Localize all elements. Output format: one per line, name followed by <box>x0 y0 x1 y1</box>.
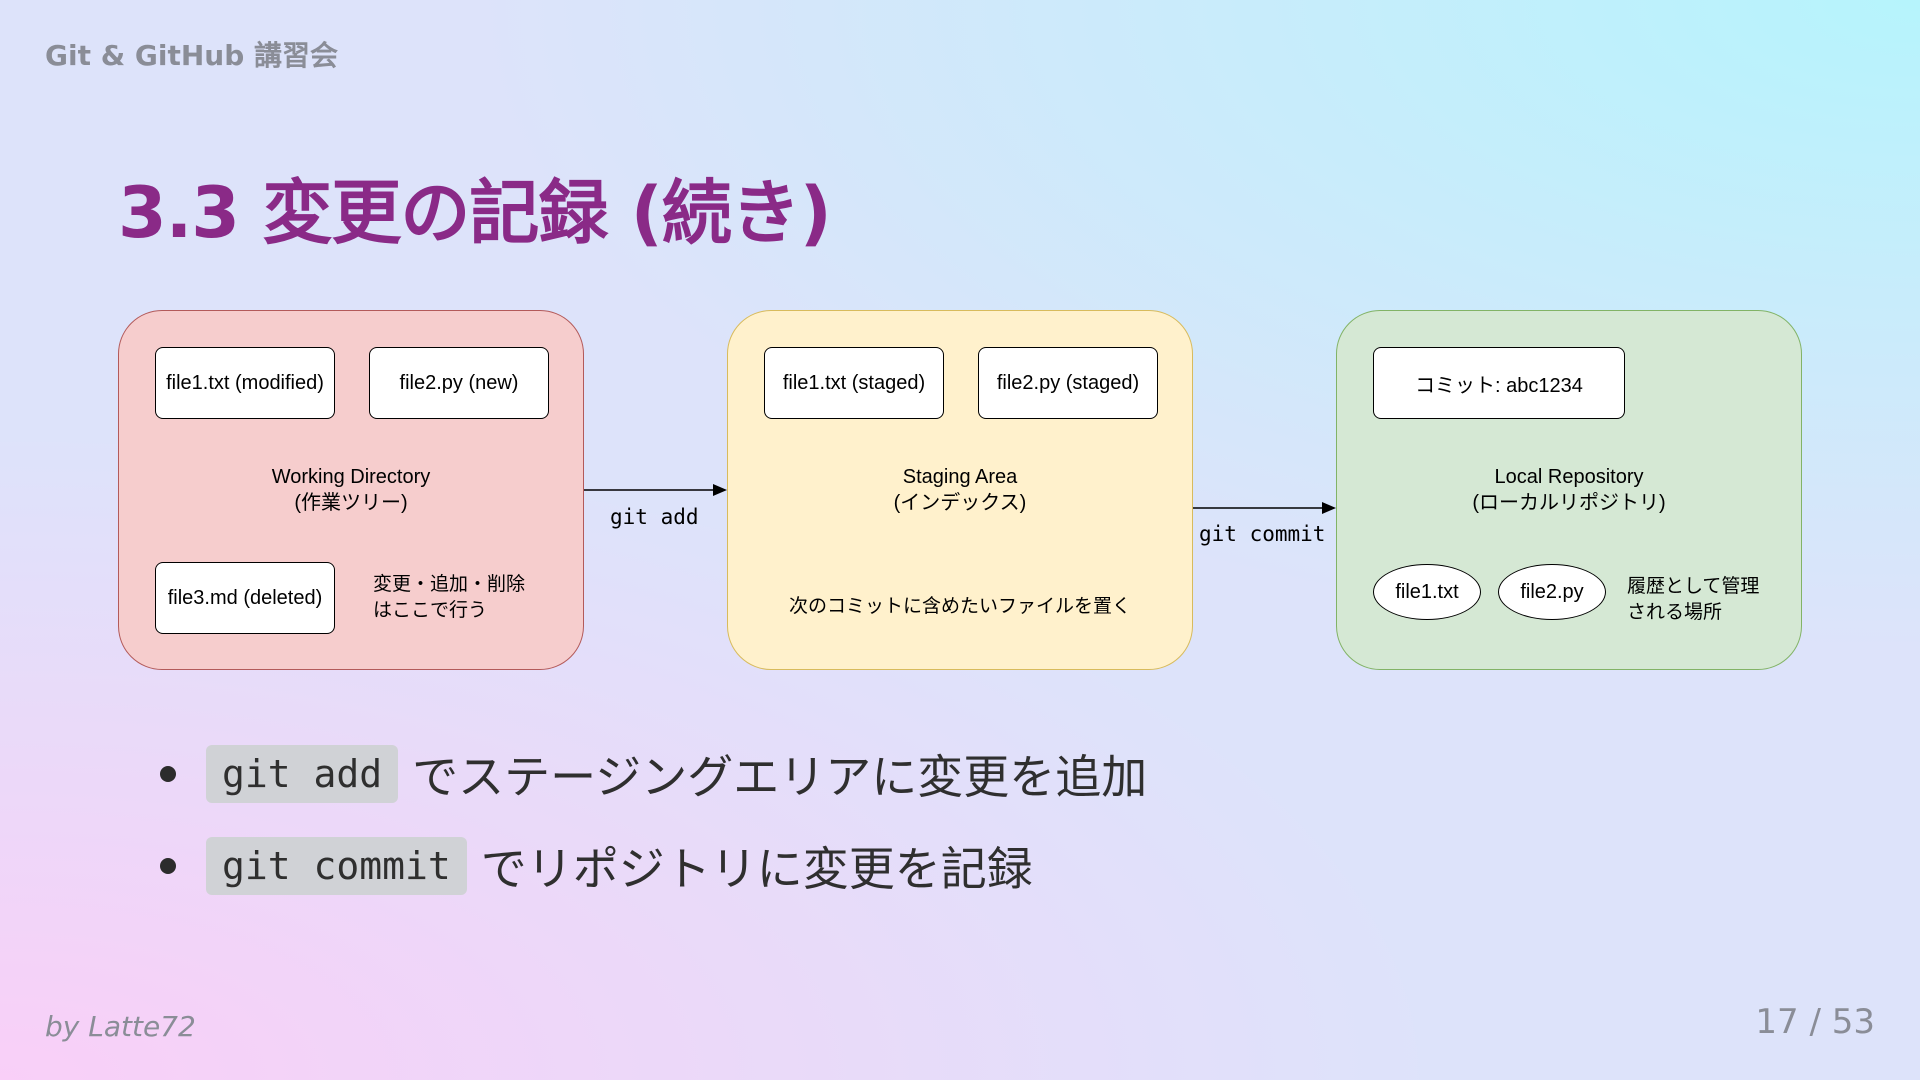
bullet-dot-icon <box>160 766 176 782</box>
file-box-file3-deleted: file3.md (deleted) <box>155 562 335 634</box>
file-box-file1-modified: file1.txt (modified) <box>155 347 335 419</box>
bullet-text: でステージングエリアに変更を追加 <box>412 750 1148 804</box>
repo-file1-oval: file1.txt <box>1373 564 1481 620</box>
local-repository-label-line1: Local Repository <box>1494 466 1644 488</box>
local-repository-note-line1: 履歴として管理 <box>1627 575 1760 597</box>
bullet-item: git commit でリポジトリに変更を記録 <box>160 830 1147 902</box>
local-repository-panel: コミット: abc1234 Local Repository (ローカルリポジト… <box>1336 310 1802 670</box>
working-directory-note: 変更・追加・削除 はここで行う <box>373 571 525 623</box>
bullet-list: git add でステージングエリアに変更を追加 git commit でリポジ… <box>160 738 1147 922</box>
footer-author: by Latte72 <box>45 1010 196 1043</box>
staging-area-label-line2: (インデックス) <box>893 492 1027 514</box>
working-directory-label-line2: (作業ツリー) <box>294 492 408 514</box>
git-add-arrowhead-icon <box>713 484 727 496</box>
slide-title: 3.3 変更の記録 (続き) <box>118 172 832 254</box>
working-directory-label: Working Directory (作業ツリー) <box>119 464 583 516</box>
local-repository-note: 履歴として管理 される場所 <box>1627 573 1759 625</box>
staging-area-panel: file1.txt (staged) file2.py (staged) Sta… <box>727 310 1193 670</box>
staging-area-label: Staging Area (インデックス) <box>728 464 1192 516</box>
bullet-dot-icon <box>160 858 176 874</box>
bullet-item: git add でステージングエリアに変更を追加 <box>160 738 1147 810</box>
local-repository-label: Local Repository (ローカルリポジトリ) <box>1337 464 1801 516</box>
git-add-arrow-label: git add <box>610 505 699 529</box>
page-counter: 17 / 53 <box>1755 1002 1875 1042</box>
bullet-code: git add <box>206 745 399 803</box>
repo-file2-oval: file2.py <box>1498 564 1606 620</box>
working-directory-label-line1: Working Directory <box>271 466 431 488</box>
file-box-file1-staged: file1.txt (staged) <box>764 347 944 419</box>
working-directory-note-line2: はここで行う <box>373 599 488 621</box>
staging-area-note: 次のコミットに含めたいファイルを置く <box>788 595 1131 617</box>
local-repository-note-line2: される場所 <box>1627 601 1723 623</box>
bullet-code: git commit <box>206 837 467 895</box>
commit-box: コミット: abc1234 <box>1373 347 1625 419</box>
working-directory-note-line1: 変更・追加・削除 <box>373 573 526 595</box>
header-title: Git & GitHub 講習会 <box>45 39 339 72</box>
file-box-file2-staged: file2.py (staged) <box>978 347 1158 419</box>
staging-area-label-line1: Staging Area <box>902 466 1018 488</box>
git-commit-arrow-label: git commit <box>1199 522 1326 546</box>
working-directory-panel: file1.txt (modified) file2.py (new) Work… <box>118 310 584 670</box>
git-commit-arrowhead-icon <box>1322 502 1336 514</box>
local-repository-label-line2: (ローカルリポジトリ) <box>1472 492 1666 514</box>
file-box-file2-new: file2.py (new) <box>369 347 549 419</box>
bullet-text: でリポジトリに変更を記録 <box>480 842 1033 896</box>
